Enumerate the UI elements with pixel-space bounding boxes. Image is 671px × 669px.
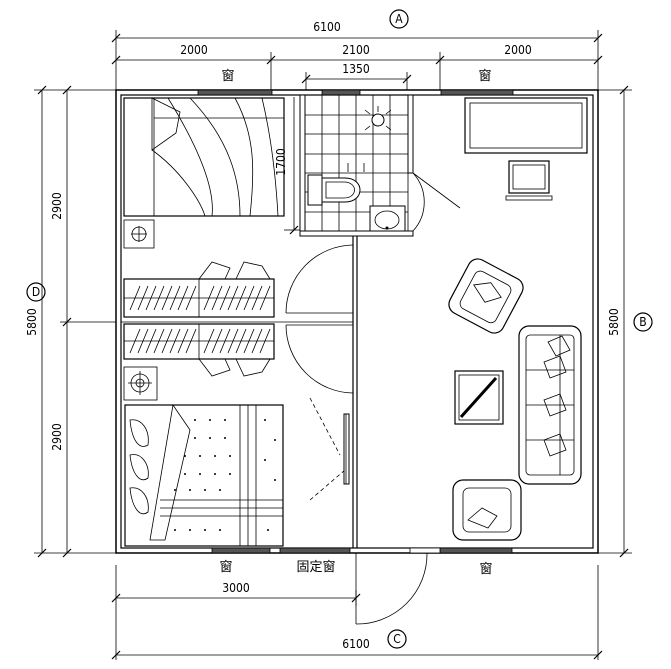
axis-marker-bottom [387,629,407,649]
window-label-bottom-right: 窗 [479,561,492,577]
window-label-top-left: 窗 [221,68,234,84]
dim-right-total: 5800 [607,308,621,336]
dim-bottom-total: 6100 [342,637,370,651]
armchair-upper [448,258,524,334]
window-top-left [197,89,273,96]
nightstand-lower [123,366,158,401]
window-bottom-right [439,547,513,554]
window-label-bottom-left: 窗 [219,559,232,575]
fixed-window-label: 固定窗 [296,559,335,575]
window-top-bath [321,89,361,96]
bathroom-tiles [304,94,409,232]
dim-left-lower: 2900 [50,423,64,451]
armchair-lower [452,479,522,541]
bathroom-sink [369,205,406,232]
toilet [307,163,365,206]
shower-head [364,106,392,131]
nightstand-upper [123,219,155,249]
dim-top-seg1: 2000 [180,43,208,57]
axis-label-right: B [639,315,646,329]
sofa [518,325,582,485]
dim-left-total: 5800 [25,308,39,336]
dim-top-seg2: 2100 [342,43,370,57]
dim-left-upper: 2900 [50,192,64,220]
axis-label-top: A [395,12,403,26]
window-bottom-left [211,547,271,554]
dim-bath-width: 1350 [342,62,370,76]
bed-lower [124,403,284,547]
dim-top-total: 6100 [313,20,341,34]
computer-monitor [505,160,553,201]
coffee-table [454,370,504,425]
dim-bed-height: 1700 [274,148,288,176]
axis-label-bottom: C [393,632,401,646]
interior-walls [121,94,414,548]
dim-top-seg3: 2000 [504,43,532,57]
desk [464,97,588,154]
dim-bottom-partial: 3000 [222,581,250,595]
window-label-top-right: 窗 [478,68,491,84]
axis-marker-right [633,312,653,332]
bedroom-doors [285,172,461,625]
axis-marker-left [26,282,46,302]
window-fixed [279,547,351,554]
bed-upper [123,97,285,217]
window-top-right [440,89,514,96]
axis-marker-top [389,9,409,29]
axis-label-left: D [32,285,40,299]
wardrobe [123,261,275,377]
